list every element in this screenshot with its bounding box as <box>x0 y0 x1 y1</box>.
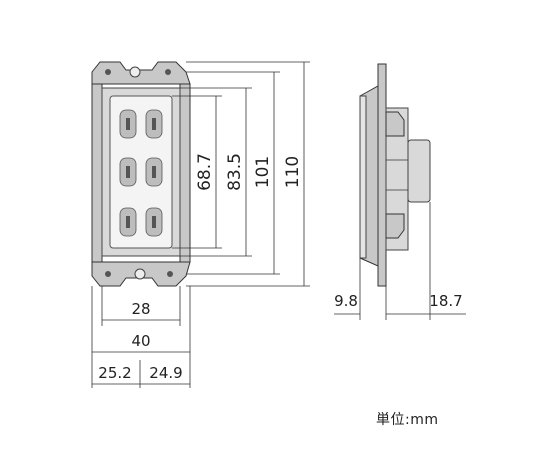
frame-top-bracket <box>91 61 191 85</box>
dim-25-2-label: 25.2 <box>98 364 131 382</box>
frame-top-screw <box>129 66 141 78</box>
horizontal-dimensions: 28 40 25.2 24.9 <box>91 286 191 388</box>
frame-left-rail <box>91 83 103 263</box>
outlet-top <box>119 109 163 139</box>
dim-83-5-label: 83.5 <box>225 153 245 191</box>
frame-bottom-hole-left <box>105 271 111 277</box>
frame-bottom-screw <box>134 268 146 280</box>
frame-top-hole-right <box>165 69 171 75</box>
frame-top-hole-left <box>105 69 111 75</box>
dim-40-label: 40 <box>131 332 150 350</box>
unit-label: 単位:mm <box>376 412 439 428</box>
dim-24-9-label: 24.9 <box>149 364 182 382</box>
outlet-bottom <box>119 207 163 237</box>
side-clip-top <box>385 111 405 137</box>
side-view: 9.8 18.7 <box>334 63 466 320</box>
front-view <box>91 61 191 287</box>
vertical-dimensions: 68.7 83.5 101 110 <box>172 61 310 287</box>
dim-110-label: 110 <box>283 156 303 188</box>
frame-bottom-hole-right <box>167 271 173 277</box>
dim-28-label: 28 <box>131 300 150 318</box>
dim-68-7-label: 68.7 <box>195 153 215 191</box>
side-clip-bottom <box>385 213 405 239</box>
dim-101-label: 101 <box>253 156 273 188</box>
frame-right-rail <box>179 83 191 263</box>
dim-18-7-label: 18.7 <box>429 292 462 310</box>
side-plate <box>377 63 387 287</box>
side-rear-block <box>407 139 431 203</box>
outlet-face <box>109 95 173 249</box>
dim-9-8-label: 9.8 <box>334 292 358 310</box>
outlet-middle <box>119 157 163 187</box>
